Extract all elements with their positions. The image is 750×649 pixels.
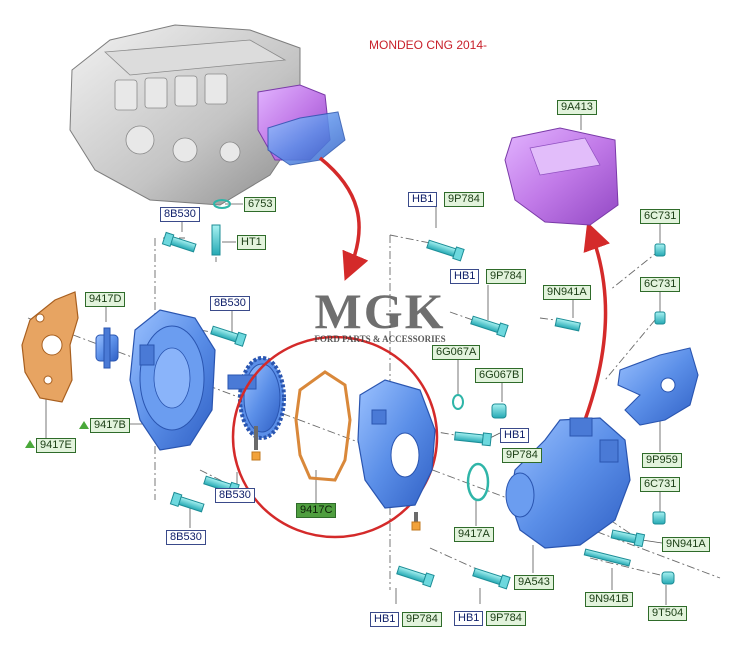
bolt-6c731-2 [654,311,666,325]
label-hb1-top: HB1 [408,192,438,207]
red-arrow-left [318,156,369,281]
label-9n941a-2: 9N941A [662,537,710,552]
label-9p784-top: 9P784 [444,192,484,207]
highlight-circle [231,335,439,539]
gasket-9417e-bolt-hole [43,375,53,385]
bolt-hb1-3 [454,431,492,447]
seal-6g067a [452,394,464,410]
stud-9n941b [583,548,631,567]
bolt-6c731-3 [652,511,666,525]
gasket-9417e-hole [41,334,63,356]
label-8b530-top: 8B530 [160,207,200,222]
label-ht1: HT1 [237,235,266,250]
watermark-logo-text: MGK [314,283,446,339]
label-hb1-b1: HB1 [370,612,400,627]
label-8b530-bot: 8B530 [166,530,206,545]
engine-block [69,24,301,206]
coupling-9417d [95,327,119,369]
label-9417b: 9417B [90,418,130,433]
bolt-8b530-top [161,231,197,253]
gasket-9417c [294,370,352,482]
label-6c731-3: 6C731 [640,477,681,492]
label-hb1-b2: HB1 [454,611,484,626]
bolt-9n941a-2 [610,529,646,548]
drive-gear [227,356,286,461]
bolt-hb1-b2 [472,567,511,590]
seal-9417a [466,462,490,502]
bolt-9n941a-1 [554,317,581,332]
label-8b530-low: 8B530 [215,488,255,503]
label-9417a: 9417A [454,527,494,542]
label-9a413: 9A413 [557,100,597,115]
label-6c731-1: 6C731 [640,209,681,224]
model-caption: MONDEO CNG 2014- [369,38,488,52]
watermark-logo: MGK FORD PARTS & ACCESSORIES [305,282,455,362]
label-6c731-2: 6C731 [640,277,681,292]
nut-9t504 [661,571,675,585]
engine-blue-pump [267,111,346,166]
nut-6g067b [491,403,507,419]
watermark-tagline: FORD PARTS & ACCESSORIES [314,334,446,344]
gasket-9417e-bolt-hole [35,313,45,323]
bolt-8b530-mid [210,325,247,347]
label-hb1-2: HB1 [450,269,480,284]
bracket-9p959 [617,347,699,426]
bolt-hb1-top [426,239,465,262]
bracket-9p959-hole [660,377,676,393]
bolt-hb1-b1 [396,565,435,588]
label-6g067b: 6G067B [475,368,524,383]
label-9p784-b2: 9P784 [486,611,526,626]
label-8b530-mid: 8B530 [210,296,250,311]
bolt-8b530-bot [169,491,205,513]
label-9n941a-1: 9N941A [543,285,591,300]
vacuum-pump-9417b [129,309,216,451]
label-6g067a: 6G067A [432,345,481,360]
label-6753: 6753 [244,197,277,212]
label-9p784-b1: 9P784 [402,612,442,627]
triangle-marker [25,440,35,448]
purple-cover-ridge [529,137,601,176]
label-9417c: 9417C [296,503,337,518]
red-arrow-right [583,221,610,421]
label-9417d: 9417D [85,292,126,307]
sensor-6753 [211,199,231,256]
bolt-6c731-1 [654,243,666,257]
label-9417e: 9417E [36,438,76,453]
pump-housing [357,379,436,531]
label-9p959: 9P959 [642,453,682,468]
bolt-hb1-2 [470,315,509,338]
label-9p784-3: 9P784 [502,448,542,463]
label-9t504: 9T504 [648,606,688,621]
label-9n941b: 9N941B [585,592,633,607]
label-hb1-3: HB1 [500,428,530,443]
label-9p784-2: 9P784 [486,269,526,284]
triangle-marker [79,421,89,429]
label-9a543: 9A543 [514,575,554,590]
